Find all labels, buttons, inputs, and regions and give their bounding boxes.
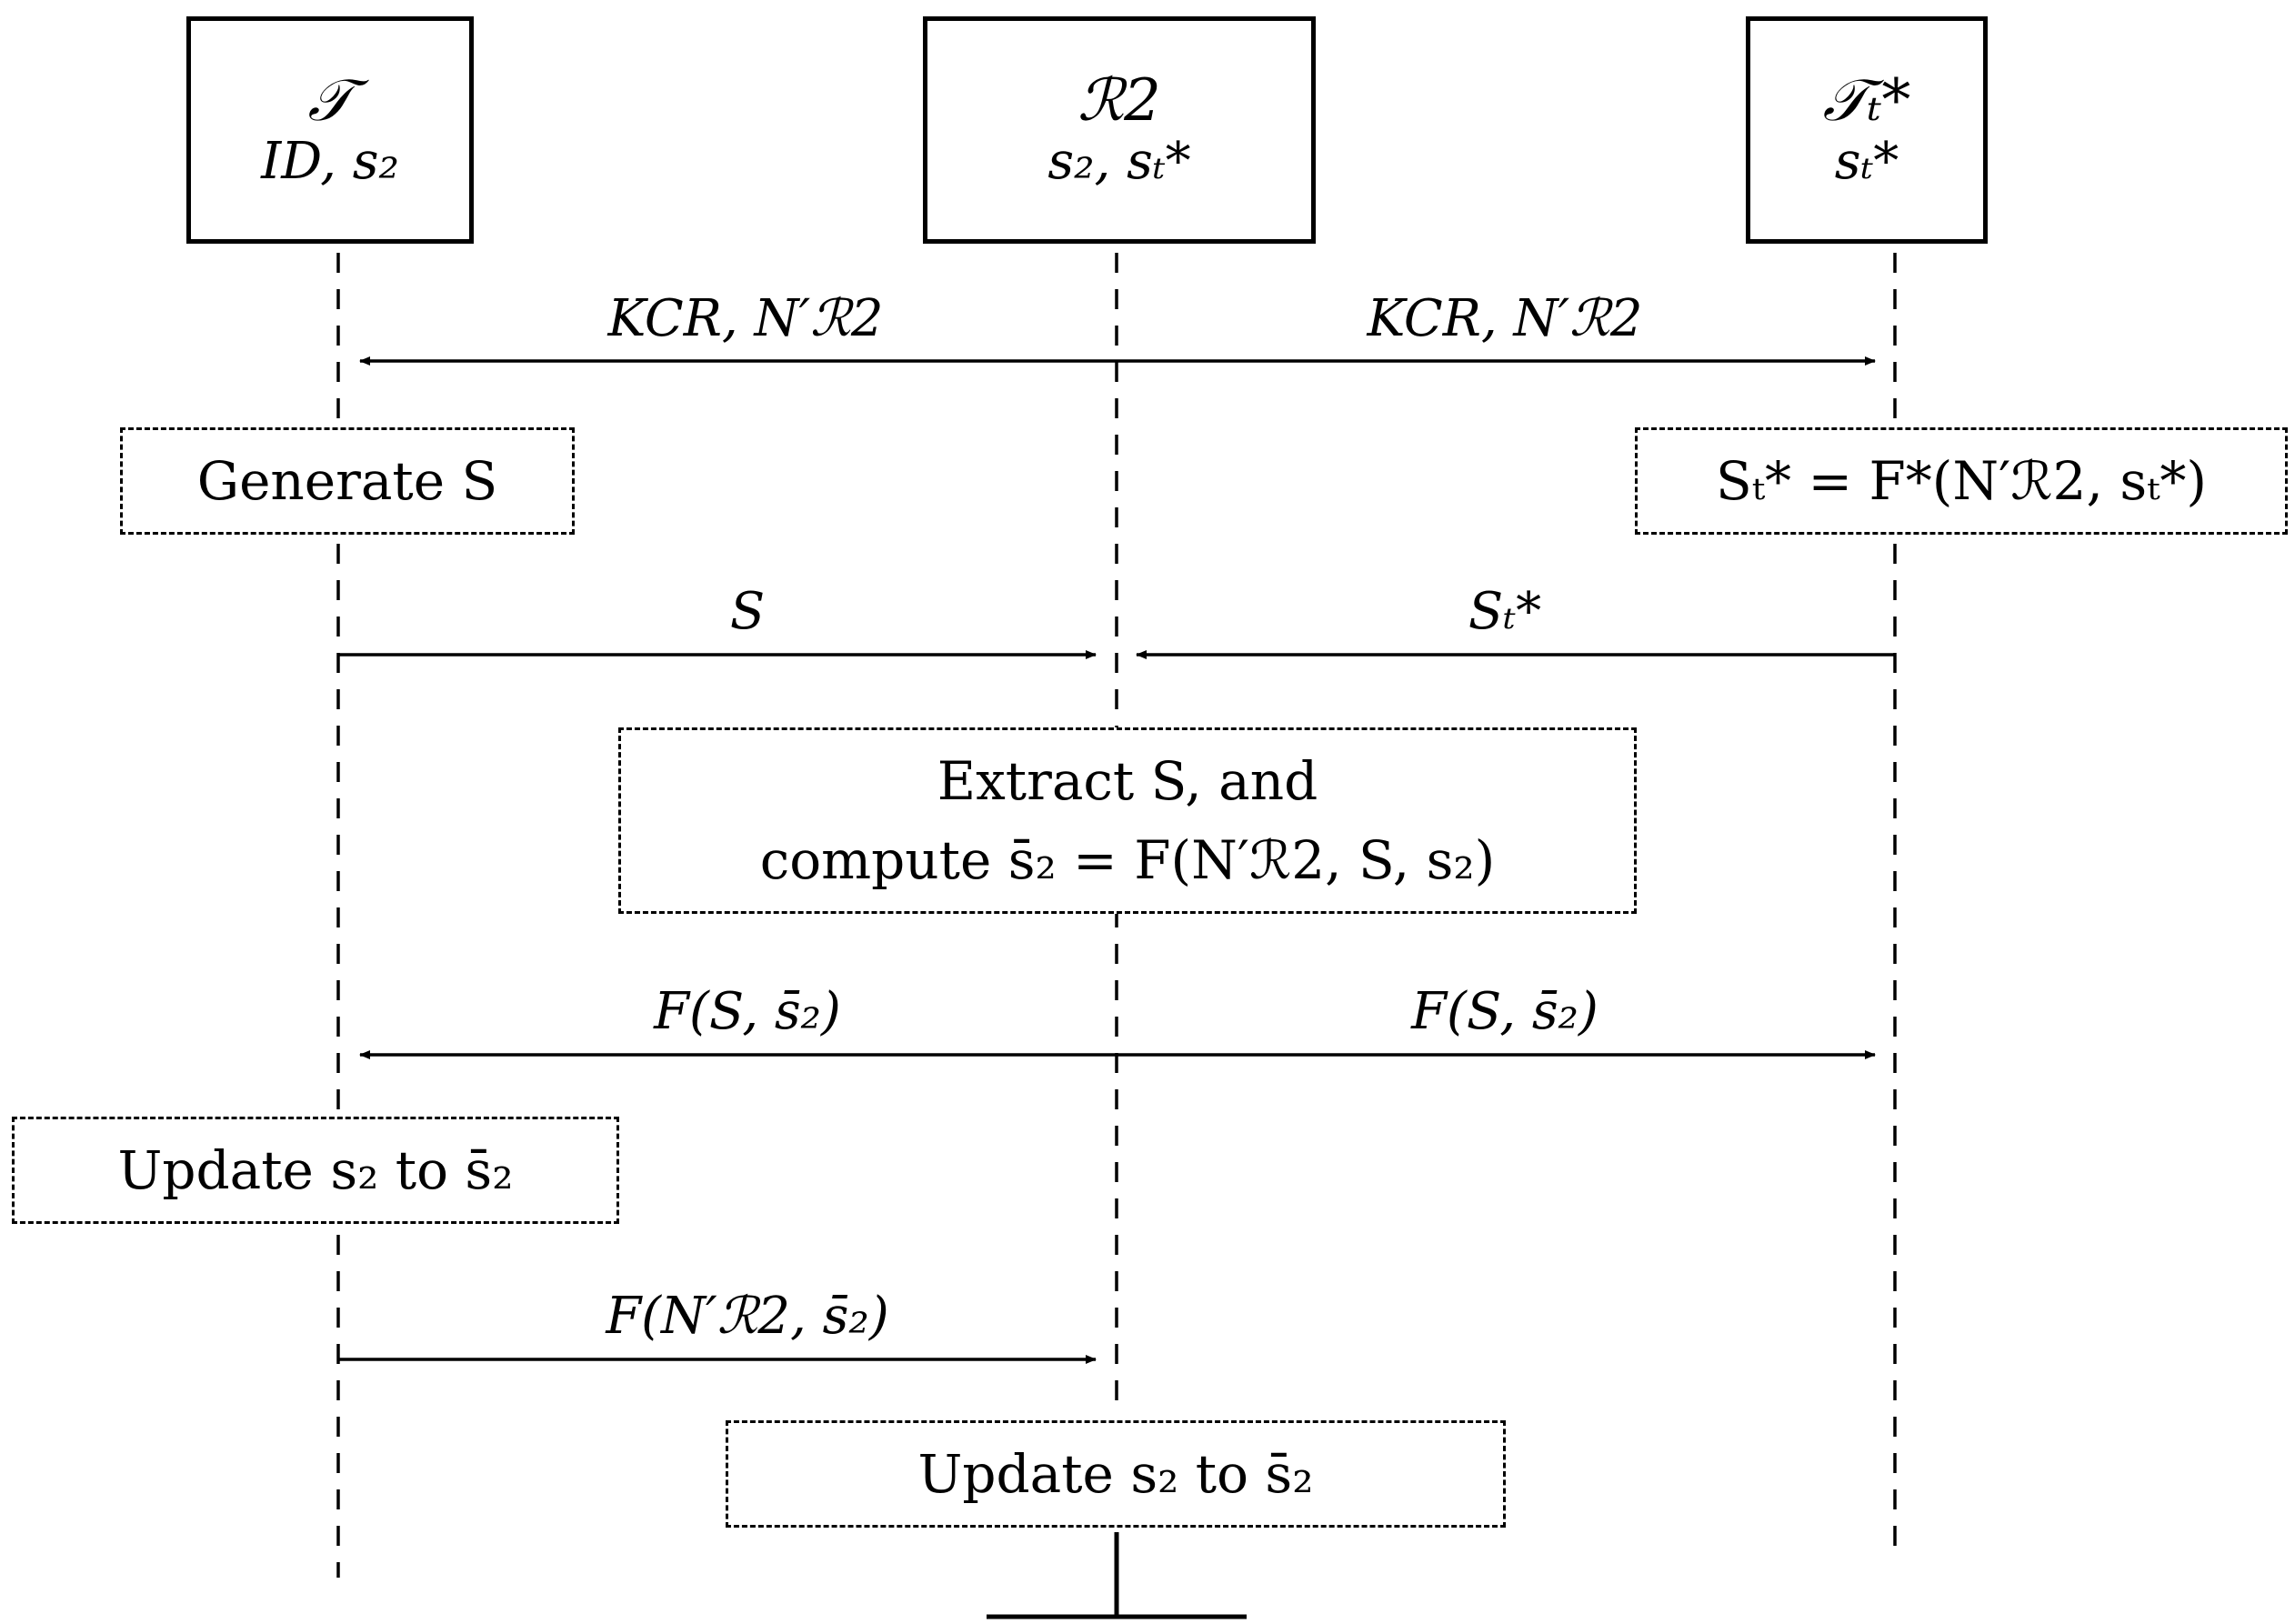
process-extract-line1: Extract S, and <box>937 749 1318 812</box>
process-update-reader-text: Update s₂ to s̄₂ <box>917 1442 1314 1505</box>
label-s: S <box>729 582 766 641</box>
process-update-tag-text: Update s₂ to s̄₂ <box>117 1138 514 1201</box>
process-generate-text: Generate S <box>196 449 498 512</box>
participant-tag-t: 𝒯ₜ* sₜ* <box>1746 16 1988 244</box>
participant-reader-name: ℛ2 <box>1077 66 1161 135</box>
process-extract-line2: compute s̄₂ = F(N′ℛ2, S, s₂) <box>759 828 1496 891</box>
process-compute-st-text: Sₜ* = F*(N′ℛ2, sₜ*) <box>1715 449 2208 512</box>
process-compute-st: Sₜ* = F*(N′ℛ2, sₜ*) <box>1635 427 2288 535</box>
participant-tag-name: 𝒯 <box>307 66 353 135</box>
label-f-right: F(S, s̄₂) <box>1411 982 1598 1041</box>
label-f-n: F(N′ℛ2, s̄₂) <box>606 1287 889 1346</box>
label-f-left: F(S, s̄₂) <box>654 982 841 1041</box>
participant-reader: ℛ2 s₂, sₜ* <box>923 16 1316 244</box>
label-kcr-right: KCR, N′ℛ2 <box>1367 289 1643 348</box>
label-st: Sₜ* <box>1468 582 1542 641</box>
participant-tag-vars: ID, s₂ <box>261 132 399 191</box>
process-generate: Generate S <box>120 427 575 535</box>
participant-reader-vars: s₂, sₜ* <box>1047 132 1191 191</box>
process-update-reader: Update s₂ to s̄₂ <box>726 1420 1506 1528</box>
participant-tag: 𝒯 ID, s₂ <box>186 16 474 244</box>
process-update-tag: Update s₂ to s̄₂ <box>12 1117 619 1224</box>
process-extract: Extract S, and compute s̄₂ = F(N′ℛ2, S, … <box>618 727 1637 914</box>
participant-tag-t-vars: sₜ* <box>1834 132 1899 191</box>
participant-tag-t-name: 𝒯ₜ* <box>1822 66 1911 135</box>
label-kcr-left: KCR, N′ℛ2 <box>607 289 884 348</box>
